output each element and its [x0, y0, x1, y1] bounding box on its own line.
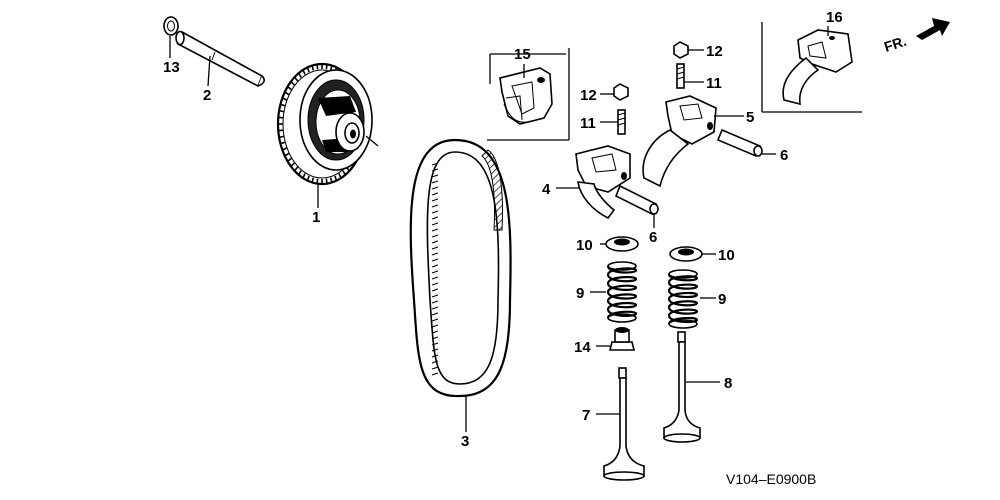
rocker-shaft-left — [614, 184, 659, 216]
label-9-left: 9 — [576, 285, 584, 302]
valve-exhaust — [663, 331, 701, 443]
label-15: 15 — [514, 46, 531, 63]
label-7: 7 — [582, 407, 590, 424]
rocker-arm-bracket-assy — [761, 22, 862, 113]
front-direction-label: FR. — [882, 33, 908, 55]
label-16: 16 — [826, 9, 843, 26]
cam-shaft — [175, 30, 266, 88]
lock-nut-right — [673, 41, 689, 59]
label-2: 2 — [203, 87, 211, 104]
bracket — [487, 48, 570, 141]
cam-pulley — [276, 62, 379, 186]
label-10-right: 10 — [718, 247, 735, 264]
diagram-code: V104–E0900B — [726, 471, 816, 487]
label-1: 1 — [312, 209, 320, 226]
label-5: 5 — [746, 109, 754, 126]
valve-spring-right — [667, 269, 699, 329]
timing-belt — [409, 138, 512, 398]
lock-nut-left — [613, 83, 629, 101]
spring-retainer-left — [605, 236, 639, 252]
label-6-left: 6 — [649, 229, 657, 246]
label-13: 13 — [163, 59, 180, 76]
stem-seal — [608, 327, 636, 351]
valve-intake — [603, 367, 645, 481]
rocker-shaft-right — [716, 128, 763, 158]
label-9-right: 9 — [718, 291, 726, 308]
adjust-screw-left — [617, 109, 626, 135]
label-12-left: 12 — [580, 87, 597, 104]
label-14: 14 — [574, 339, 591, 356]
adjust-screw-right — [676, 63, 685, 89]
reference-labels: 13 2 1 3 15 16 12 11 12 11 5 6 4 6 10 10… — [163, 9, 843, 450]
spring-retainer-right — [669, 246, 703, 262]
label-6-right: 6 — [780, 147, 788, 164]
label-11-right: 11 — [706, 75, 722, 92]
leader-lines — [169, 26, 829, 432]
valve-spring-left — [606, 261, 638, 323]
label-12-right: 12 — [706, 43, 723, 60]
rocker-arm-exhaust — [642, 95, 717, 188]
label-8: 8 — [724, 375, 732, 392]
front-direction-indicator — [916, 18, 950, 40]
label-3: 3 — [461, 433, 469, 450]
label-10-left: 10 — [576, 237, 593, 254]
label-11-left: 11 — [580, 115, 596, 132]
rocker-arm-intake — [575, 145, 631, 220]
o-ring — [163, 16, 179, 36]
label-4: 4 — [542, 181, 551, 198]
